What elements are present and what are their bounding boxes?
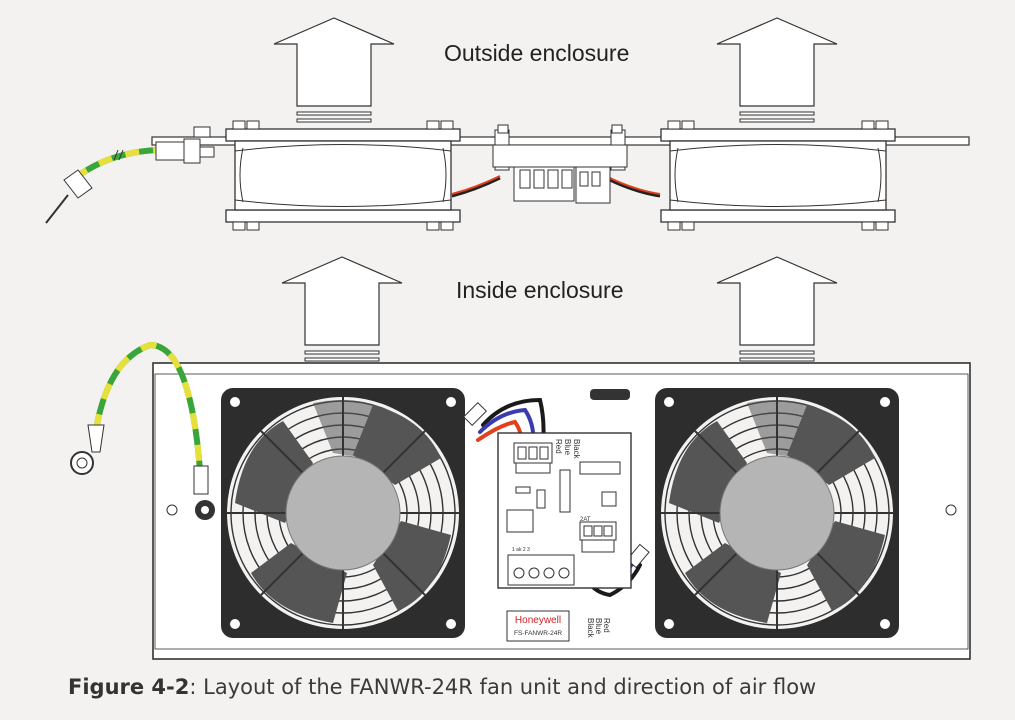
airflow-arrow-top-right bbox=[716, 17, 838, 123]
board-brand: Honeywell bbox=[515, 615, 561, 626]
control-board bbox=[497, 432, 632, 642]
fan-left bbox=[220, 387, 466, 639]
ground-wire-top bbox=[70, 341, 215, 520]
wire-label-top-black: Black bbox=[572, 439, 581, 460]
fan-side-right bbox=[660, 120, 896, 231]
wire-label-top-red: Red bbox=[554, 439, 563, 454]
label-outside-enclosure: Outside enclosure bbox=[444, 40, 630, 66]
airflow-arrow-top-left bbox=[273, 17, 395, 123]
control-board-side bbox=[492, 124, 628, 204]
wire-label-bottom-blue: Blue bbox=[594, 618, 603, 635]
wire-label-bottom-red: Red bbox=[602, 618, 611, 633]
figure-caption: Figure 4-2: Layout of the FANWR-24R fan … bbox=[68, 675, 816, 699]
fan-side-left bbox=[225, 120, 461, 231]
board-model: FS-FANWR-24R bbox=[514, 630, 562, 637]
ground-wire-side bbox=[45, 126, 215, 224]
airflow-arrow-bottom-left bbox=[281, 256, 403, 362]
label-inside-enclosure: Inside enclosure bbox=[456, 277, 624, 303]
terminal-pin-labels: 1 ak 2 3 bbox=[512, 547, 530, 553]
fuse-rating: 2AT bbox=[580, 517, 591, 523]
side-view bbox=[45, 120, 970, 231]
airflow-arrow-bottom-right bbox=[716, 256, 838, 362]
wire-label-top-blue: Blue bbox=[563, 439, 572, 456]
figure-number: Figure 4-2 bbox=[68, 675, 190, 699]
top-view bbox=[70, 341, 971, 660]
caption-text: : Layout of the FANWR-24R fan unit and d… bbox=[189, 675, 817, 699]
wire-label-bottom-black: Black bbox=[586, 618, 595, 639]
fan-right bbox=[654, 387, 900, 639]
